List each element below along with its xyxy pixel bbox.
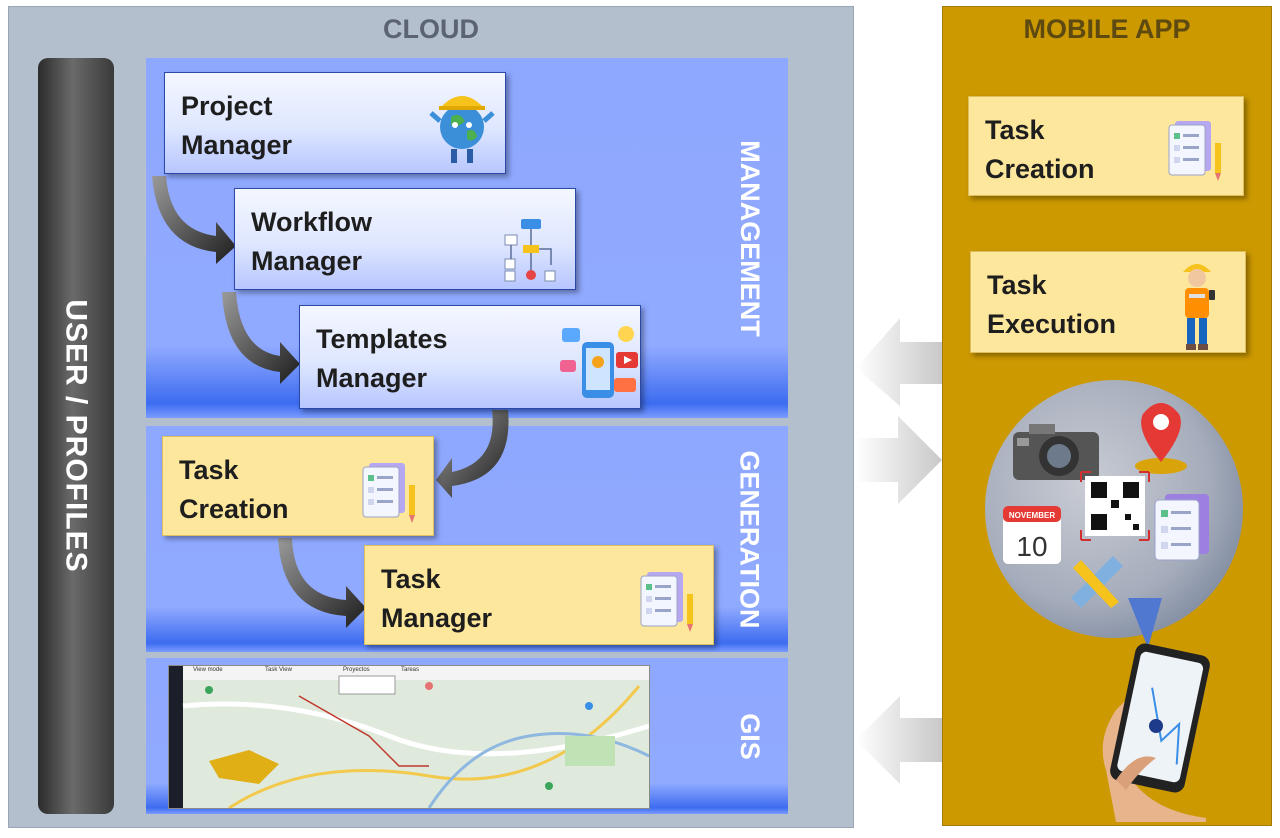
ruler-pencil-icon [1071,556,1123,608]
qr-code-icon [1080,471,1150,541]
mobile-features-bubble-tail [1128,598,1162,648]
map-view-mode-label: View mode [193,667,223,673]
arrow-cloud-to-mobile [856,416,942,504]
arrow-templates-to-taskcreation [436,410,509,498]
cloud-title: CLOUD [383,14,479,44]
worker-with-phone-icon [1183,264,1215,350]
task-manager-line2: Manager [381,603,493,633]
arrow-mobile-to-cloud-bottom [856,696,942,784]
templates-manager-line1: Templates [316,324,448,354]
globe-worker-icon [429,96,495,163]
mobile-task-creation-line1: Task [985,115,1045,145]
checklist-pencil-icon [640,572,693,632]
workflow-manager-line1: Workflow [251,207,372,237]
arrow-taskcreation-to-taskmanager [278,538,366,628]
social-media-phone-icon [560,326,638,398]
project-manager-line2: Manager [181,130,293,160]
calendar-day: 10 [1016,531,1047,562]
task-creation-line2: Creation [179,494,289,524]
mobile-features-icons: NOVEMBER 10 [1003,403,1209,608]
mobile-task-execution-line1: Task [987,270,1047,300]
checklist-pencil-icon [1168,121,1221,181]
location-pin-icon [1135,403,1187,474]
mobile-task-execution-line2: Execution [987,309,1117,339]
gis-map-screenshot[interactable]: View mode Task View Proyectos Tareas [168,665,650,809]
flowchart-icon [504,219,556,282]
map-projects-dropdown[interactable]: Proyectos [343,667,370,673]
task-manager-line1: Task [381,564,441,594]
templates-manager-line2: Manager [316,363,428,393]
arrow-mobile-to-cloud-top [856,318,942,406]
checklist-icon [1154,494,1209,561]
checklist-pencil-icon [362,463,415,523]
map-task-view-label: Task View [265,667,292,673]
user-profiles-bar [38,58,114,814]
mobile-task-creation-line2: Creation [985,154,1095,184]
mobile-app-title: MOBILE APP [1023,14,1191,44]
calendar-month: NOVEMBER [1009,511,1055,520]
arrow-workflow-to-templates [222,292,300,384]
gis-map-graphic [169,666,649,808]
camera-icon [1013,424,1099,480]
calendar-icon: NOVEMBER 10 [1003,506,1061,564]
project-manager-line1: Project [181,91,273,121]
arrow-project-to-workflow [152,176,236,264]
workflow-manager-line2: Manager [251,246,363,276]
map-tasks-dropdown[interactable]: Tareas [401,667,420,673]
smartphone-map-icon [1102,643,1210,822]
task-creation-line1: Task [179,455,239,485]
